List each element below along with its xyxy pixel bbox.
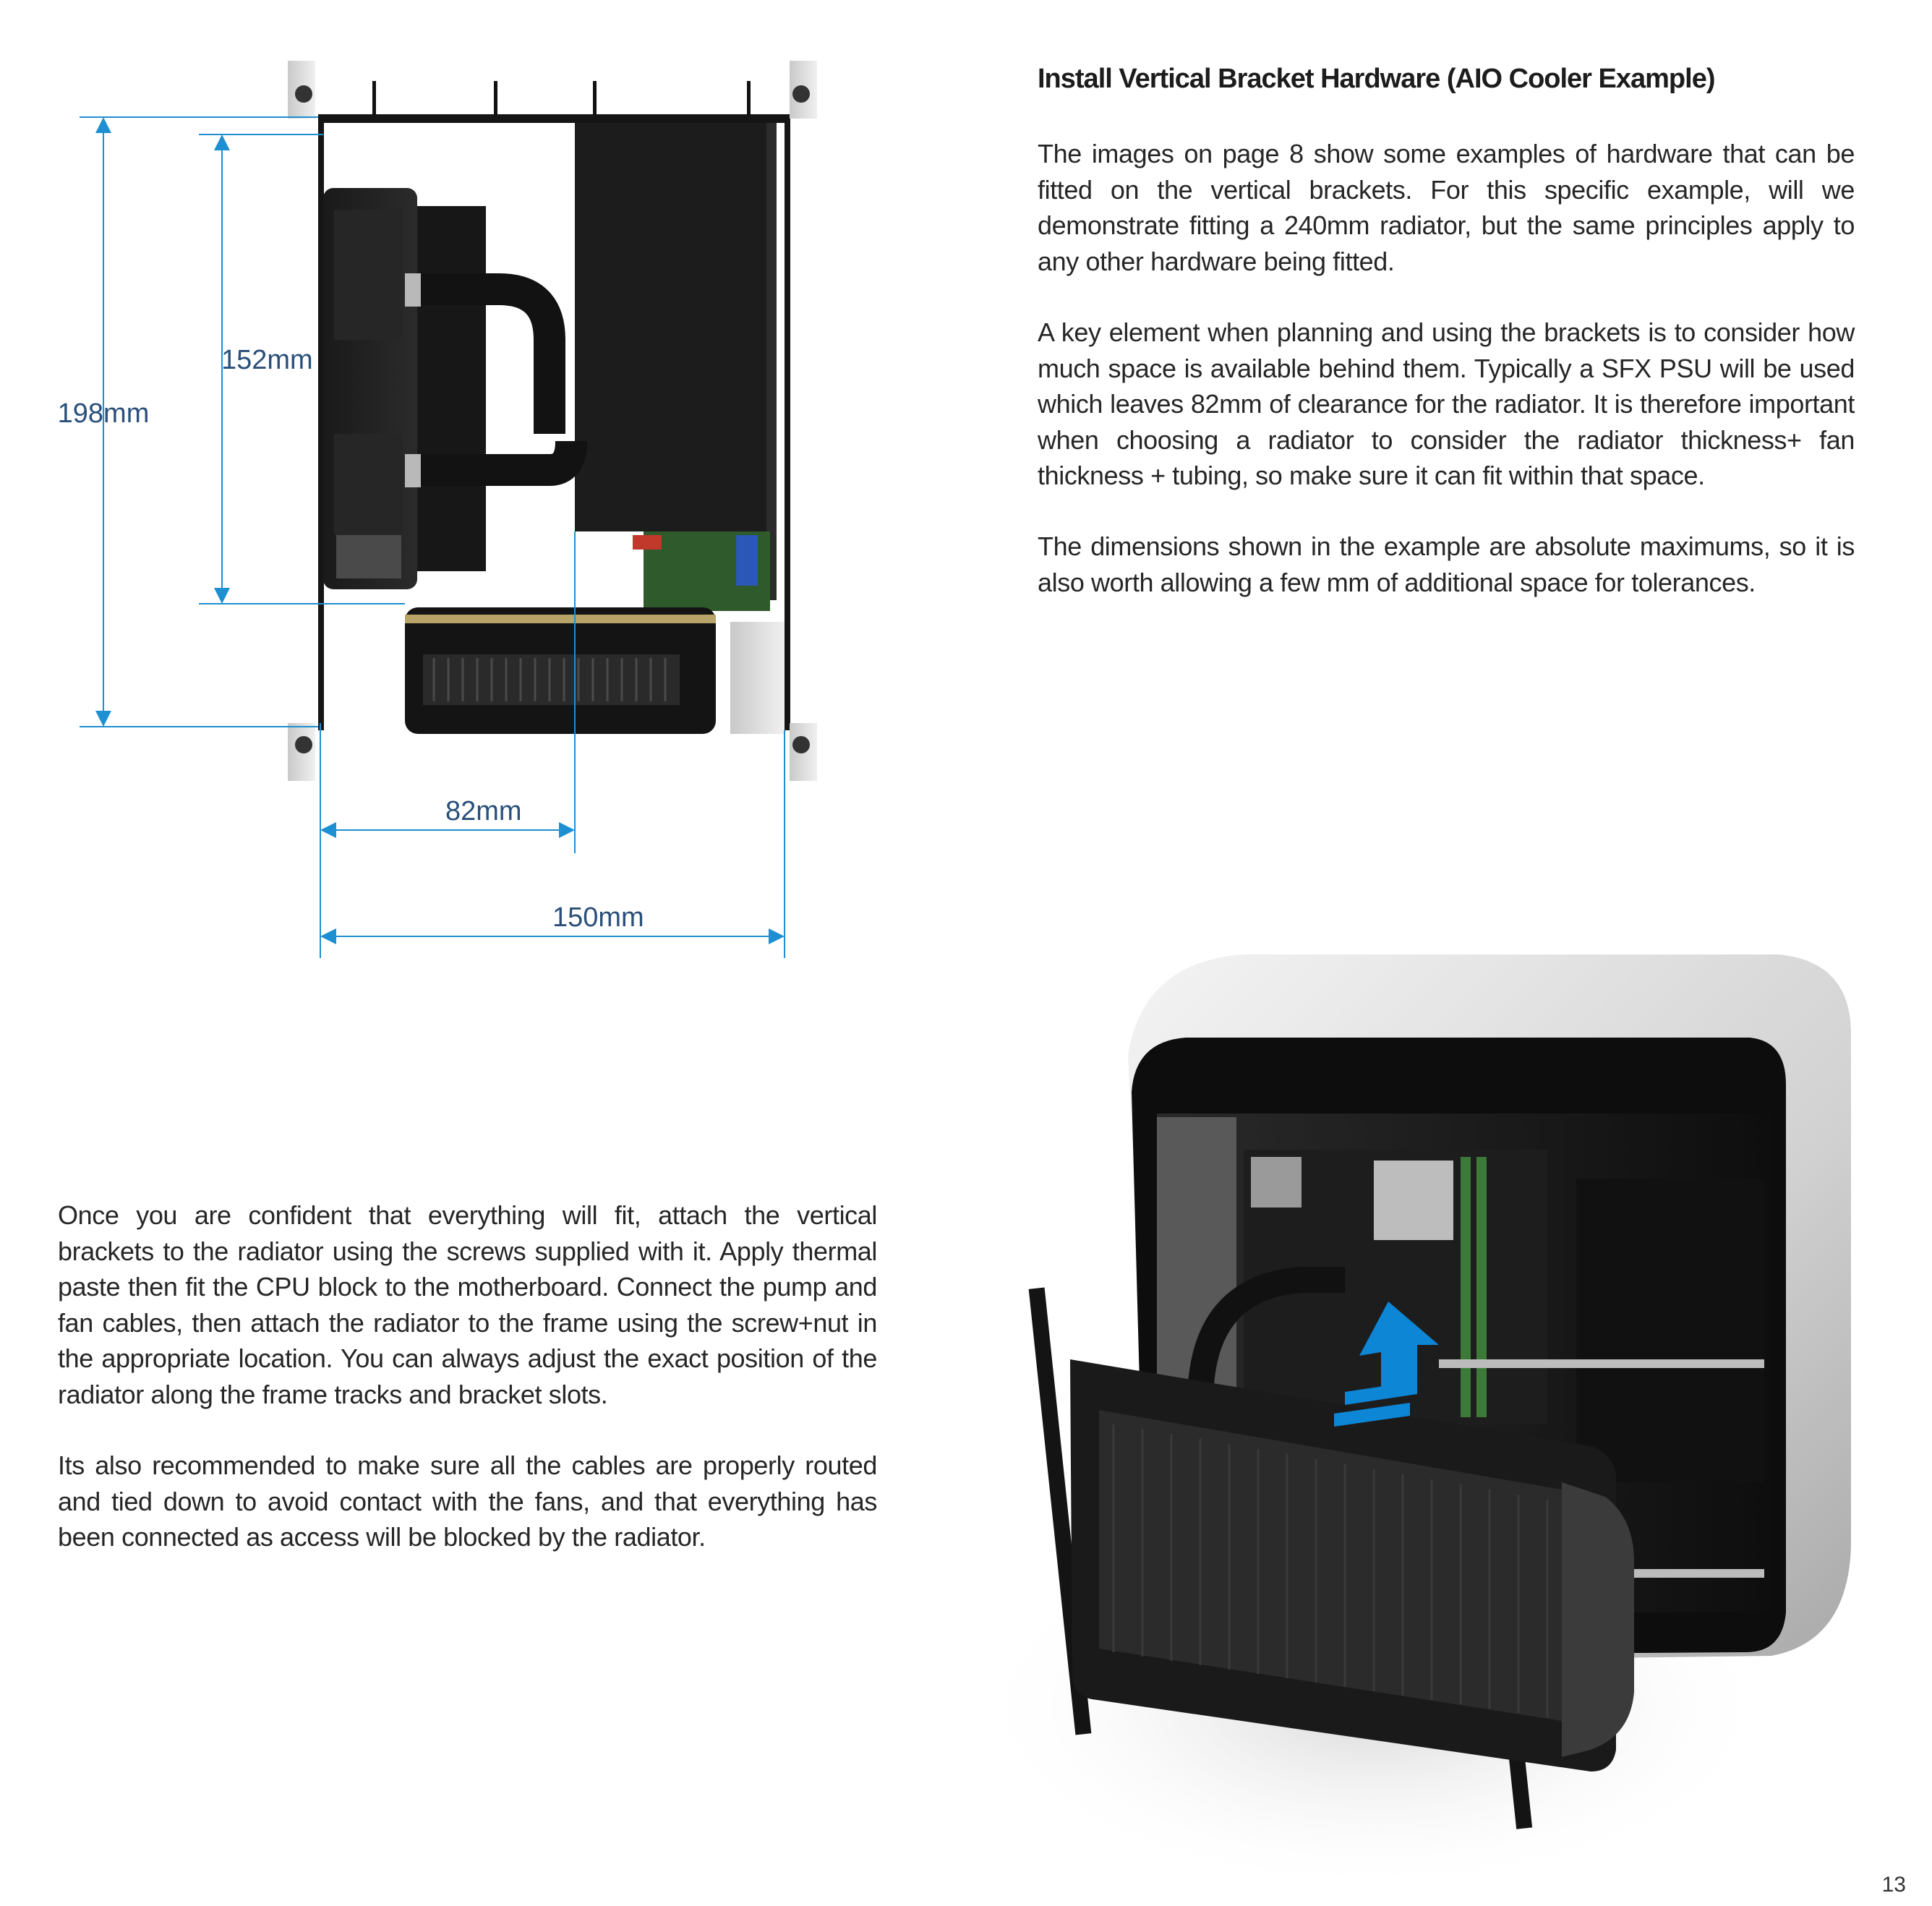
interior-tubing xyxy=(1187,1267,1345,1403)
paragraph-clearance: A key element when planning and using th… xyxy=(1038,317,1855,490)
radiator-fins xyxy=(1099,1410,1562,1721)
paragraph-cable-routing: Its also recommended to make sure all th… xyxy=(58,1450,877,1552)
case-illustration xyxy=(969,954,1851,1880)
psu-area xyxy=(1576,1179,1764,1482)
paragraph-hardware-examples: The images on page 8 show some examples … xyxy=(1038,139,1855,276)
case-frame xyxy=(288,61,817,781)
paragraph-tolerances: The dimensions shown in the example are … xyxy=(1038,531,1855,597)
tubing xyxy=(405,273,565,434)
paragraph-attach-instructions: Once you are confident that everything w… xyxy=(58,1200,877,1409)
dimension-label-150: 150mm xyxy=(552,902,644,933)
page-number: 13 xyxy=(1881,1873,1906,1897)
dimension-diagram: 198mm 152mm 82mm 150mm xyxy=(58,61,817,958)
dimension-label-82: 82mm xyxy=(445,796,522,826)
radiator-side xyxy=(323,188,486,589)
cpu-block xyxy=(1374,1161,1453,1240)
install-arrow-icon xyxy=(1334,1302,1439,1427)
dimension-lines xyxy=(80,116,785,958)
dimension-arrowheads xyxy=(95,117,785,944)
dimension-label-152: 152mm xyxy=(221,345,313,375)
radiator-assembly xyxy=(1028,1287,1634,1829)
section-heading: Install Vertical Bracket Hardware (AIO C… xyxy=(1038,64,1716,94)
psu-block xyxy=(575,123,774,531)
gpu-block xyxy=(405,607,785,734)
dimension-label-198: 198mm xyxy=(58,398,150,429)
